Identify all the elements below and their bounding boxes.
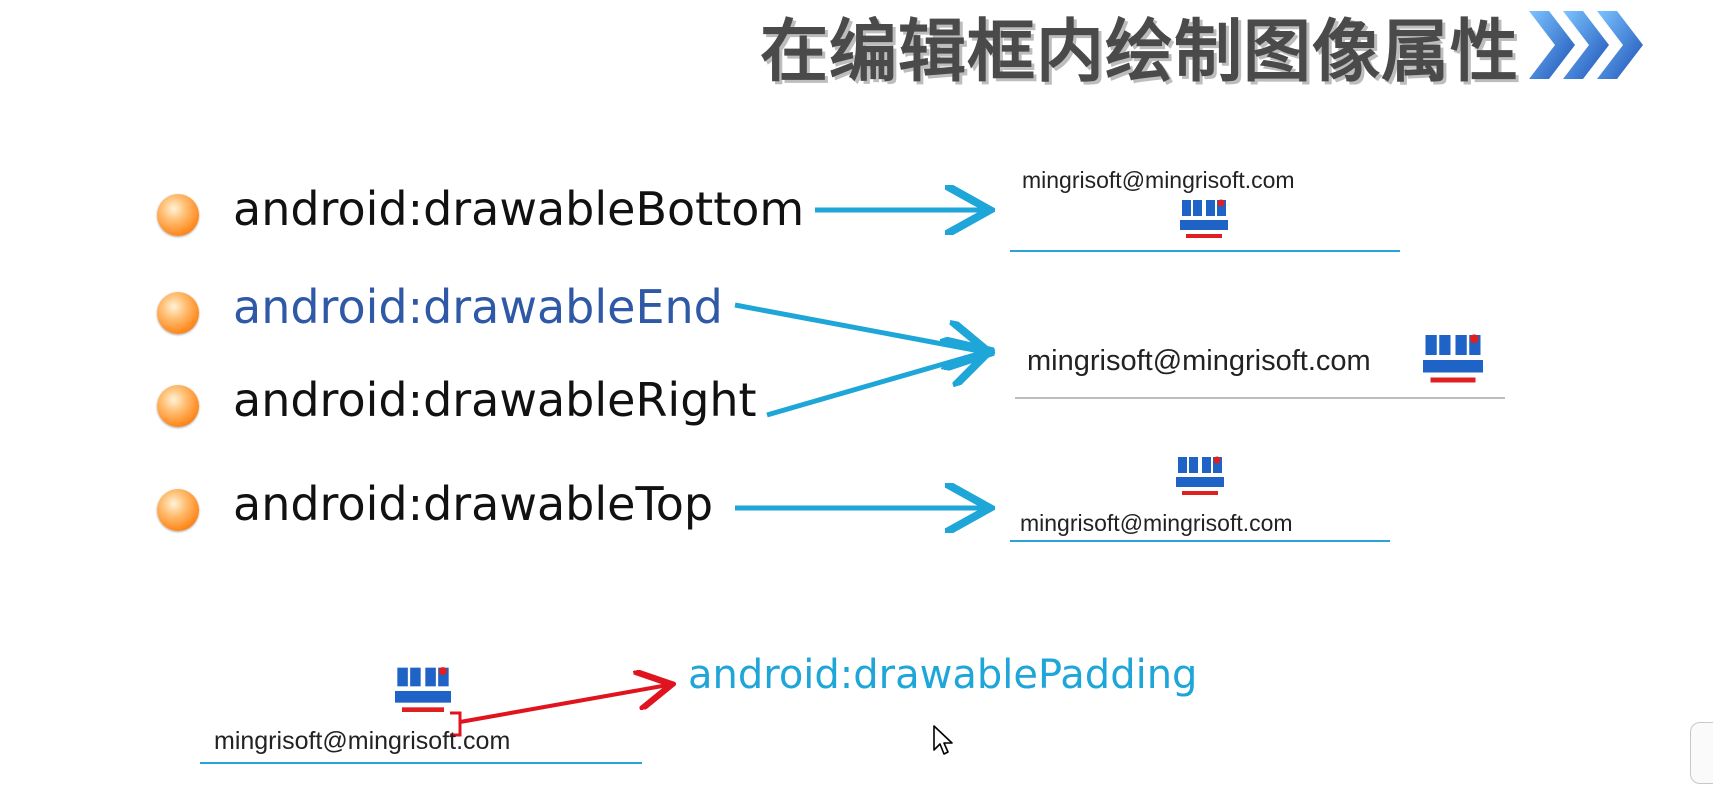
bullet-icon — [157, 292, 199, 334]
padding-attr-label: android:drawablePadding — [688, 652, 1198, 698]
mingri-logo-icon — [1180, 199, 1228, 238]
chevron-right-icon — [1529, 11, 1644, 79]
bullet-icon — [157, 489, 199, 531]
mingri-logo-icon — [1423, 334, 1483, 383]
bullet-icon — [157, 194, 199, 236]
example-top-underline — [1010, 540, 1390, 542]
mingri-logo-icon — [1176, 456, 1224, 495]
example-right-email: mingrisoft@mingrisoft.com — [1027, 345, 1371, 377]
example-padding-underline — [200, 762, 642, 764]
attr-drawable-right: android:drawableRight — [233, 373, 757, 427]
arrow-end — [734, 302, 985, 352]
attr-drawable-end: android:drawableEnd — [233, 280, 723, 334]
example-top-email: mingrisoft@mingrisoft.com — [1020, 510, 1293, 536]
slide-title: 在编辑框内绘制图像属性 — [760, 0, 1647, 92]
example-bottom-underline — [1010, 250, 1400, 252]
attr-drawable-top: android:drawableTop — [233, 477, 714, 531]
example-right-underline — [1015, 397, 1505, 399]
example-padding-email: mingrisoft@mingrisoft.com — [214, 727, 511, 755]
padding-bracket — [450, 711, 462, 737]
attr-drawable-bottom: android:drawableBottom — [233, 182, 805, 236]
bullet-icon — [157, 385, 199, 427]
slide-title-text: 在编辑框内绘制图像属性 — [760, 12, 1520, 92]
arrow-padding — [459, 685, 668, 724]
side-tab[interactable] — [1690, 722, 1713, 784]
mingri-logo-icon — [395, 667, 451, 712]
mouse-cursor-icon — [933, 725, 953, 755]
arrow-right — [766, 352, 985, 418]
example-bottom-email: mingrisoft@mingrisoft.com — [1022, 167, 1295, 193]
